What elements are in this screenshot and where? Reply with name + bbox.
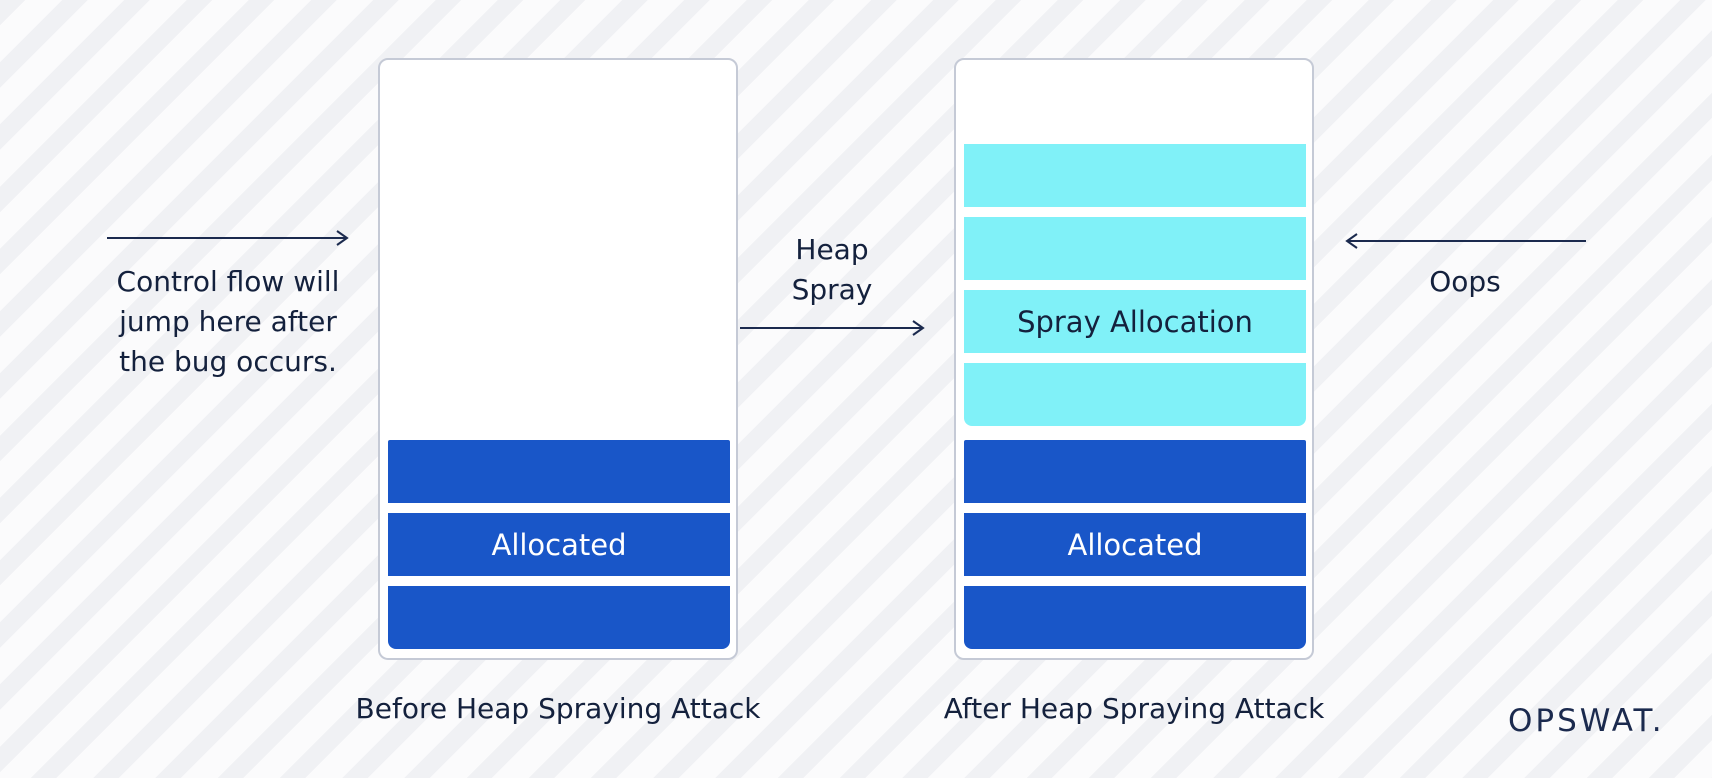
allocated-block	[964, 586, 1306, 649]
heap-spray-label: Heap Spray	[791, 233, 873, 306]
control-flow-note: Control flow will jump here after the bu…	[116, 265, 340, 378]
spray-block	[964, 217, 1306, 280]
allocated-block-labeled: Allocated	[964, 513, 1306, 576]
spray-block-labeled: Spray Allocation	[964, 290, 1306, 353]
allocated-block	[388, 440, 730, 503]
before-caption: Before Heap Spraying Attack	[355, 692, 761, 725]
opswat-logo: OPSWAT.	[1508, 703, 1665, 739]
spray-block	[964, 363, 1306, 426]
heap-spray-arrow	[740, 320, 925, 336]
oops-arrow	[1345, 233, 1586, 249]
allocated-block	[964, 440, 1306, 503]
allocated-block	[388, 586, 730, 649]
allocated-label: Allocated	[1067, 527, 1203, 562]
oops-label: Oops	[1429, 265, 1501, 298]
spray-allocation-label: Spray Allocation	[1017, 304, 1253, 339]
heap-before-panel: Allocated	[378, 58, 738, 660]
after-caption: After Heap Spraying Attack	[943, 692, 1325, 725]
control-flow-arrow	[107, 230, 349, 246]
allocated-block-labeled: Allocated	[388, 513, 730, 576]
spray-block	[964, 144, 1306, 207]
heap-after-panel: Spray Allocation Allocated	[954, 58, 1314, 660]
allocated-label: Allocated	[491, 527, 627, 562]
